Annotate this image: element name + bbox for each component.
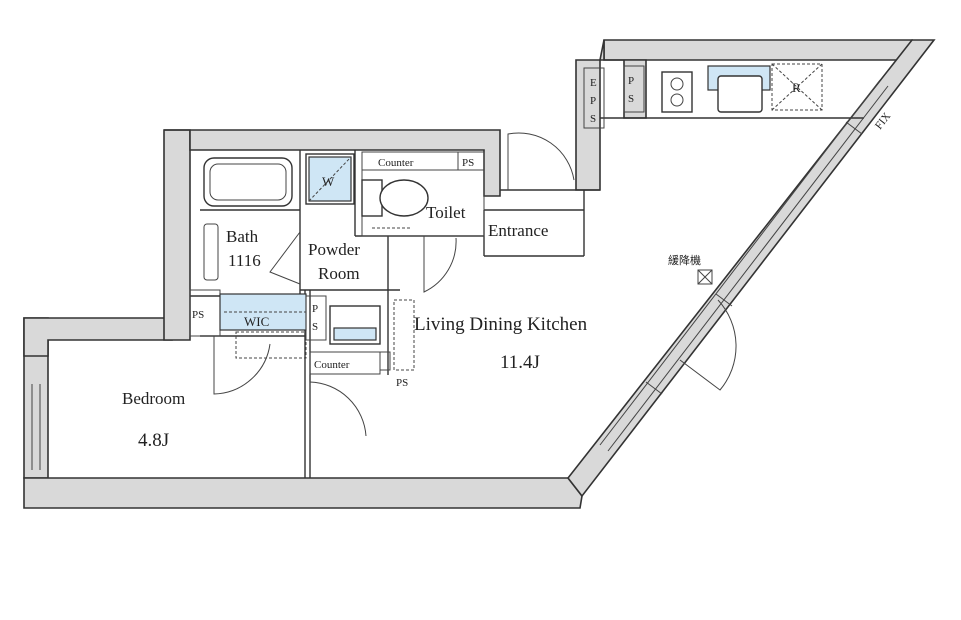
counter-top-label: Counter	[378, 157, 414, 169]
ps-wic-label: PS	[192, 309, 204, 321]
bath-name: Bath	[226, 227, 259, 246]
ps-powder-s: S	[312, 321, 318, 333]
entrance-name: Entrance	[488, 221, 548, 240]
toilet-bowl	[379, 179, 429, 217]
bath-size: 1116	[228, 251, 261, 270]
refrigerator-space	[771, 63, 823, 111]
washer-label: W	[322, 174, 335, 189]
eps-e: E	[590, 77, 597, 89]
ps-kitchen-p: P	[628, 75, 634, 87]
bedroom-area: 4.8J	[138, 430, 169, 451]
counter-bottom-label: Counter	[314, 359, 350, 371]
bathtub	[203, 157, 293, 207]
wall-bedroom-top	[23, 317, 173, 357]
ps-kitchen-s: S	[628, 93, 634, 105]
wall-kitchen-top	[603, 39, 913, 61]
ldk-area: 11.4J	[500, 352, 540, 373]
windows	[599, 79, 889, 452]
ps-toilet-label: PS	[462, 157, 474, 169]
bath-area	[203, 157, 301, 285]
wall-bath-left	[163, 129, 191, 341]
escape-ladder-label: 緩降機	[668, 253, 701, 267]
eps-s: S	[590, 113, 596, 125]
wall-diagonal	[566, 39, 936, 498]
wic-name: WIC	[244, 314, 269, 329]
bedroom-name: Bedroom	[122, 389, 185, 408]
escape-ladder-hatch	[697, 269, 713, 285]
refrigerator-label: R	[792, 80, 801, 95]
door-swings	[213, 132, 737, 440]
stove	[661, 71, 693, 113]
ps-powder-p: P	[312, 303, 318, 315]
wall-bottom	[23, 477, 583, 509]
labels: Living Dining Kitchen 11.4J Bedroom 4.8J…	[122, 75, 893, 451]
eps-p: P	[590, 95, 596, 107]
powder-room-line1: Powder	[308, 240, 360, 259]
powder-room-line2: Room	[318, 264, 360, 283]
toilet-tank	[361, 179, 383, 217]
ldk-name: Living Dining Kitchen	[414, 314, 588, 335]
ps-bottom-label: PS	[396, 377, 408, 389]
toilet-name: Toilet	[426, 203, 466, 222]
